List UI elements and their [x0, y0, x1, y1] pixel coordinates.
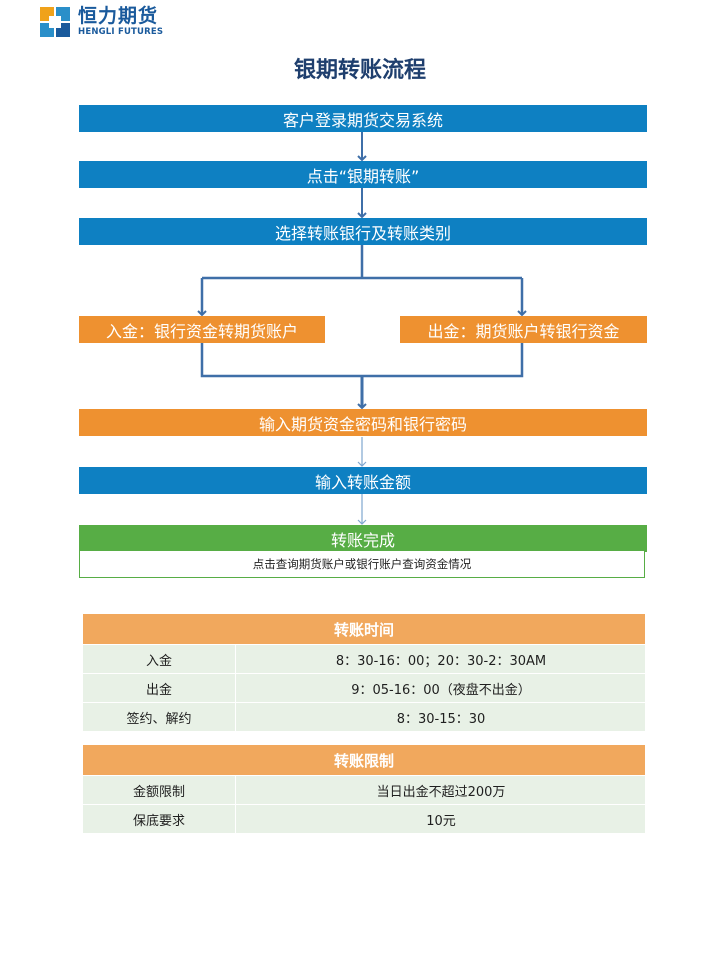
table-row: 金额限制 当日出金不超过200万: [83, 776, 645, 804]
split-connector: [202, 245, 522, 280]
row-value: 9：05-16：00（夜盘不出金）: [237, 674, 645, 702]
row-value: 8：30-16：00；20：30-2：30AM: [237, 645, 645, 673]
flow-step-enter-passwords: 输入期货资金密码和银行密码: [79, 409, 647, 436]
flow-step-click-transfer: 点击“银期转账”: [79, 161, 647, 188]
table-row: 出金 9：05-16：00（夜盘不出金）: [83, 674, 645, 702]
transfer-limit-table: 转账限制 金额限制 当日出金不超过200万 保底要求 10元: [83, 745, 645, 833]
transfer-limit-header: 转账限制: [83, 745, 645, 775]
flow-step-done: 转账完成: [79, 525, 647, 552]
row-value: 当日出金不超过200万: [237, 776, 645, 804]
flow-done-note: 点击查询期货账户或银行账户查询资金情况: [79, 551, 645, 578]
page-title: 银期转账流程: [293, 58, 426, 83]
row-label: 签约、解约: [83, 703, 235, 731]
logo-name-cn: 恒力期货: [78, 5, 159, 28]
transfer-time-table: 转账时间 入金 8：30-16：00；20：30-2：30AM 出金 9：05-…: [83, 614, 645, 731]
flow-step-login: 客户登录期货交易系统: [79, 105, 647, 132]
row-value: 10元: [237, 805, 645, 833]
transfer-time-header: 转账时间: [83, 614, 645, 644]
row-label: 保底要求: [83, 805, 235, 833]
merge-connector: [200, 342, 524, 378]
flow-step-select-bank: 选择转账银行及转账类别: [79, 218, 647, 245]
row-label: 金额限制: [83, 776, 235, 804]
table-row: 签约、解约 8：30-15：30: [83, 703, 645, 731]
row-label: 入金: [83, 645, 235, 673]
flow-step-enter-amount: 输入转账金额: [79, 467, 647, 494]
flow-branch-withdraw: 出金：期货账户转银行资金: [400, 316, 647, 343]
row-label: 出金: [83, 674, 235, 702]
table-row: 入金 8：30-16：00；20：30-2：30AM: [83, 645, 645, 673]
flow-branch-deposit: 入金：银行资金转期货账户: [79, 316, 325, 343]
company-logo: 恒力期货 HENGLI FUTURES: [40, 6, 163, 38]
row-value: 8：30-15：30: [237, 703, 645, 731]
logo-icon: [40, 7, 70, 37]
logo-name-en: HENGLI FUTURES: [78, 27, 164, 38]
table-row: 保底要求 10元: [83, 805, 645, 833]
